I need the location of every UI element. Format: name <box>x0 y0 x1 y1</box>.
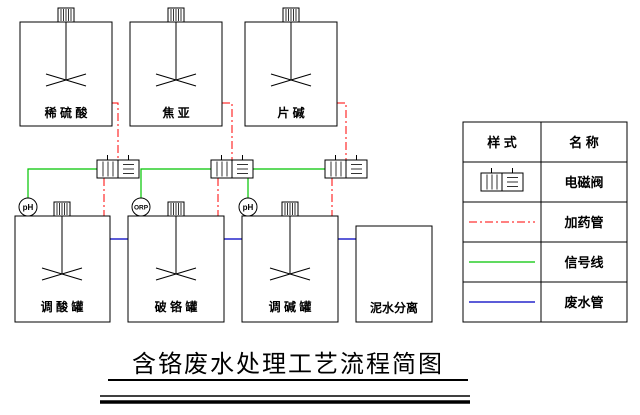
legend-table: 样 式 名 称 电磁阀 加药管 信号线 废水管 <box>462 121 628 323</box>
agitator-icon <box>269 215 311 281</box>
tank-alkali-adjust: 调 碱 罐 <box>241 201 339 323</box>
dosing-pipe-sulfite-supply <box>222 102 233 160</box>
ph-meter-1: pH <box>18 197 38 217</box>
tank-label: 破 铬 罐 <box>155 299 198 314</box>
legend-label-signal: 信号线 <box>564 255 603 270</box>
signal-line-orp <box>140 168 211 198</box>
legend-header-name: 名 称 <box>569 135 599 150</box>
tank-label: 调 酸 罐 <box>41 299 84 314</box>
mixer-motor-icon <box>281 201 299 217</box>
signal-line-ph1 <box>27 168 97 198</box>
dosing-pipe-acid-supply <box>112 102 119 160</box>
legend-label-valve: 电磁阀 <box>564 175 603 190</box>
box-label: 泥水分离 <box>370 300 418 315</box>
legend-label-waste: 废水管 <box>564 295 603 310</box>
tank-dilute-sulfuric-acid: 稀 硫 酸 <box>19 7 113 127</box>
orp-meter: ORP <box>131 197 151 217</box>
meter-label: pH <box>243 203 254 212</box>
tank-sodium-pyrosulfite: 焦 亚 <box>129 7 223 127</box>
signal-lines <box>27 168 325 198</box>
meter-label: pH <box>23 203 34 212</box>
meter-label: ORP <box>134 205 149 212</box>
mixer-motor-icon <box>167 201 185 217</box>
signal-line-ph2 <box>247 168 325 198</box>
box-body <box>355 225 433 323</box>
legend-label-dosing: 加药管 <box>563 215 603 230</box>
mixer-motor-icon <box>167 7 185 23</box>
mixer-motor-icon <box>57 7 75 23</box>
title-block: 含铬废水处理工艺流程简图 <box>100 351 470 404</box>
tank-acid-adjust: 调 酸 罐 <box>14 201 111 323</box>
tank-chromium-reduction: 破 铬 罐 <box>127 201 225 323</box>
tank-label: 片 碱 <box>277 105 304 120</box>
dosing-pipe-caustic-supply <box>337 102 347 160</box>
legend-border <box>462 121 628 323</box>
legend-solenoid-valve-icon <box>480 167 524 192</box>
dosing-pipes <box>103 102 347 216</box>
page-title: 含铬废水处理工艺流程简图 <box>132 351 444 378</box>
tank-label: 焦 亚 <box>161 105 189 120</box>
agitator-icon <box>41 215 83 281</box>
solenoid-valve-icon-1 <box>96 154 140 179</box>
ph-meter-2: pH <box>238 197 258 217</box>
tank-label: 稀 硫 酸 <box>45 105 89 120</box>
agitator-icon <box>155 215 197 281</box>
agitator-icon <box>270 21 312 87</box>
agitator-icon <box>45 21 87 87</box>
legend-header-style: 样 式 <box>487 135 517 150</box>
mud-water-separation-box: 泥水分离 <box>355 225 433 323</box>
tank-caustic-soda: 片 碱 <box>244 7 338 127</box>
mixer-motor-icon <box>282 7 300 23</box>
tank-label: 调 碱 罐 <box>269 299 312 314</box>
agitator-icon <box>155 21 197 87</box>
mixer-motor-icon <box>53 201 71 217</box>
